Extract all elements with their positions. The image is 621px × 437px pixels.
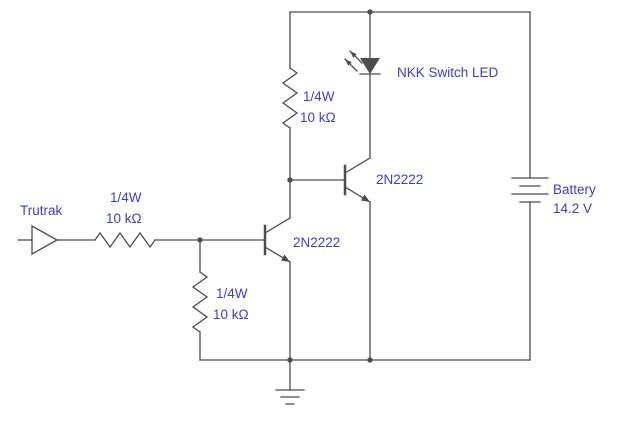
junction-dot-top-rail	[367, 9, 373, 15]
battery-symbol	[511, 177, 549, 203]
input-label: Trutrak	[20, 203, 63, 218]
resistor-pullup-symbol	[281, 67, 299, 129]
ground-symbol	[275, 359, 305, 405]
junction-dot-q2-emitter	[367, 357, 373, 363]
q2-collector-stroke	[344, 157, 371, 174]
r-pullup-power-label: 1/4W	[303, 89, 335, 104]
q1-emitter-arrow-icon	[281, 254, 290, 262]
transistor-q1-symbol	[199, 217, 291, 361]
junction-dot-ground-node	[287, 357, 293, 363]
q1-collector-stroke	[264, 217, 291, 234]
q2-part-label: 2N2222	[376, 172, 423, 187]
junction-dot-input-node	[197, 237, 203, 243]
input-buffer-symbol	[17, 224, 59, 256]
r-pullup-value-label: 10 kΩ	[300, 110, 336, 125]
r-pulldown-power-label: 1/4W	[216, 286, 248, 301]
led-symbol	[344, 11, 381, 75]
battery-name-label: Battery	[553, 182, 596, 197]
r-series-power-label: 1/4W	[110, 190, 142, 205]
battery-voltage-label: 14.2 V	[553, 201, 592, 216]
resistor-pulldown-symbol	[191, 271, 209, 333]
resistor-series-symbol	[94, 231, 156, 249]
q2-emitter-arrow-icon	[361, 194, 370, 202]
led-label: NKK Switch LED	[397, 65, 499, 80]
led-triangle-icon	[360, 58, 380, 74]
transistor-q2-symbol	[289, 73, 371, 361]
r-pulldown-value-label: 10 kΩ	[213, 307, 249, 322]
buffer-triangle-icon	[31, 224, 59, 256]
q1-part-label: 2N2222	[293, 235, 340, 250]
led-emission-arrowhead-2	[345, 59, 352, 66]
r-series-value-label: 10 kΩ	[106, 211, 142, 226]
junction-dot-q2-base-tap	[287, 177, 293, 183]
led-emission-arrowhead-1	[350, 51, 357, 58]
